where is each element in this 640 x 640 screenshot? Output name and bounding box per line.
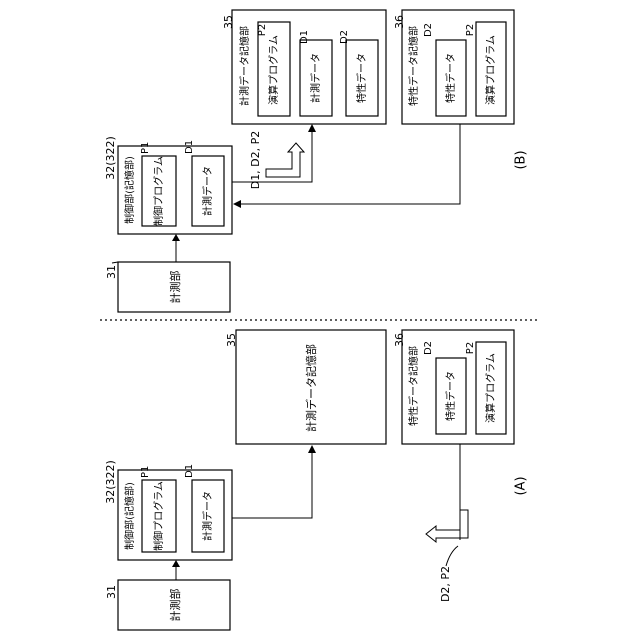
a-measure-unit-ref: 31 [105, 585, 118, 599]
b-connector-36-to-32 [240, 124, 460, 204]
b-control-item-p1-text: 制御プログラム [152, 156, 165, 226]
b-ms-item-d2-ref: D2 [339, 30, 350, 44]
a-cs-item-d2-text: 特性データ [444, 371, 457, 421]
a-cs-item-p2-ref: P2 [465, 342, 476, 354]
b-arrowhead-36-to-32 [233, 200, 241, 208]
b-cs-item-d2-ref: D2 [423, 23, 434, 37]
panel-a: 計測部 31 制御部(記憶部) 32(322) 制御プログラム P1 計測データ… [104, 330, 529, 630]
b-control-item-d1-ref: D1 [184, 140, 195, 154]
a-control-item-p1-text: 制御プログラム [152, 481, 165, 551]
a-connector-32-to-35 [232, 452, 312, 518]
b-measure-unit-label: 計測部 [168, 271, 182, 304]
b-cs-item-p2-text: 演算プログラム [484, 35, 497, 105]
a-control-item-p1-ref: P1 [140, 466, 151, 478]
b-transfer-label: D1, D2, P2 [249, 131, 262, 190]
a-output-leader [446, 546, 458, 566]
b-cs-item-d2-text: 特性データ [444, 53, 457, 103]
b-ref31-leader [112, 262, 118, 263]
b-ms-item-p2-text: 演算プログラム [267, 35, 280, 105]
b-characteristic-storage-title: 特性データ記憶部 [407, 26, 420, 106]
a-arrowhead-31-to-32 [172, 560, 180, 567]
a-output-arrow [426, 510, 468, 542]
b-control-unit-ref: 32(322) [104, 136, 117, 180]
b-control-item-d1-text: 計測データ [201, 166, 214, 216]
a-arrowhead-32-to-35 [308, 445, 316, 453]
b-measure-unit-ref: 31 [105, 265, 118, 279]
b-ms-item-d2-text: 特性データ [355, 53, 368, 103]
a-panel-label: (A) [514, 476, 529, 495]
b-ms-item-p2-ref: P2 [257, 24, 268, 36]
b-control-item-p1-ref: P1 [140, 142, 151, 154]
b-measurement-storage-ref: 35 [222, 15, 235, 29]
a-output-label: D2, P2 [439, 566, 452, 602]
a-cs-item-d2-ref: D2 [423, 341, 434, 355]
a-control-item-d1-ref: D1 [184, 464, 195, 478]
a-cs-item-p2-text: 演算プログラム [484, 353, 497, 423]
b-transfer-arrow [266, 143, 304, 177]
b-measurement-storage-title: 計測データ記憶部 [238, 26, 251, 106]
b-cs-item-p2-ref: P2 [465, 24, 476, 36]
a-control-unit-title: 制御部(記憶部) [123, 482, 136, 550]
a-characteristic-storage-title: 特性データ記憶部 [407, 346, 420, 426]
b-control-unit-title: 制御部(記憶部) [123, 156, 136, 224]
b-ms-item-d1-text: 計測データ [309, 53, 322, 103]
b-characteristic-storage-ref: 36 [393, 15, 406, 29]
a-control-item-d1-text: 計測データ [201, 491, 214, 541]
b-panel-label: (B) [514, 150, 529, 169]
a-measurement-storage-title: 計測データ記憶部 [304, 344, 318, 432]
a-characteristic-storage-ref: 36 [393, 333, 406, 347]
b-ms-item-d1-ref: D1 [299, 30, 310, 44]
a-measurement-storage-ref: 35 [225, 333, 238, 347]
panel-b: 計測部 31 制御部(記憶部) 32(322) 制御プログラム P1 計測データ… [104, 10, 529, 312]
a-control-unit-ref: 32(322) [104, 460, 117, 504]
b-arrowhead-31-to-32 [172, 234, 180, 241]
a-measure-unit-label: 計測部 [168, 589, 182, 622]
b-arrowhead-32-to-35 [308, 124, 316, 132]
